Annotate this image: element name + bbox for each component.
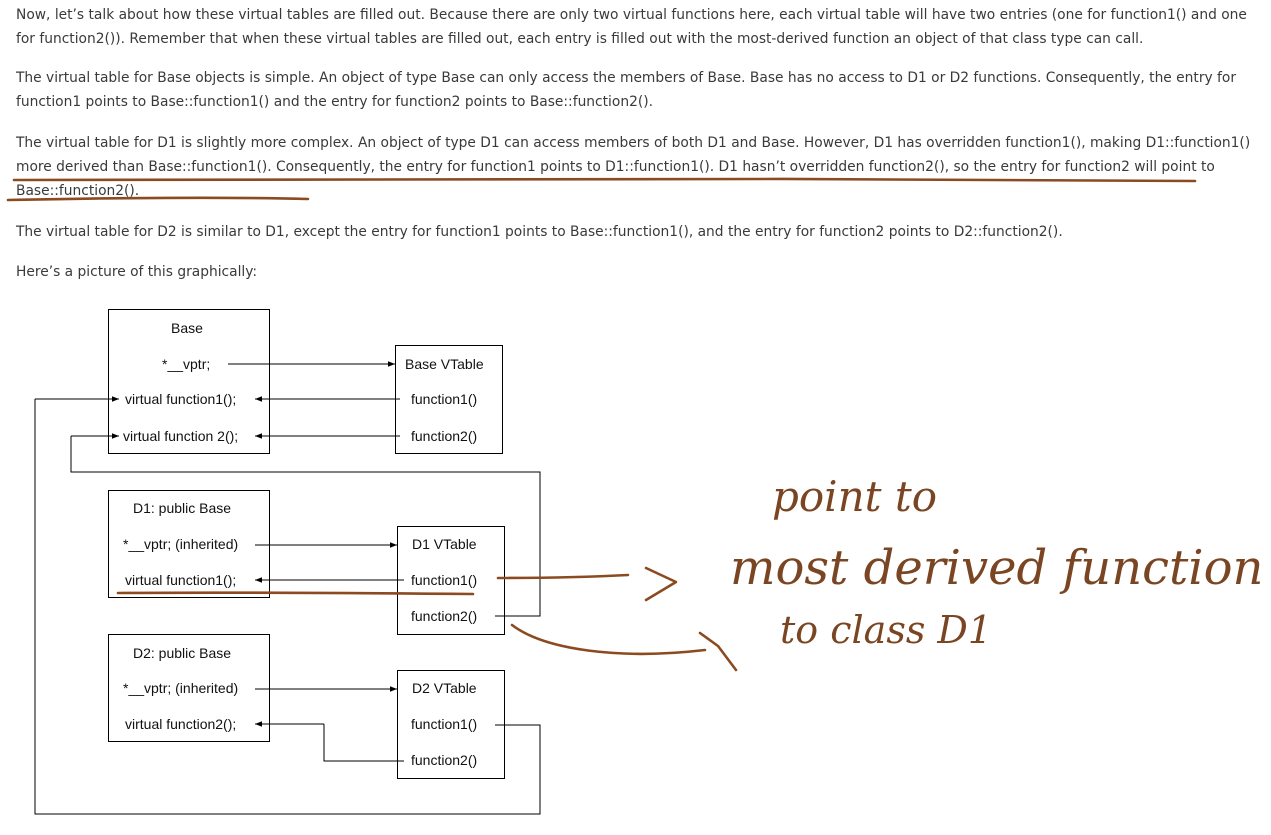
d2-class-box [108,634,270,742]
annotation-line-to-class: to class D1 [780,608,993,652]
d1-class-box [108,490,270,598]
d2-vtable-entry2: function2() [411,752,478,768]
paragraph-base-vtable: The virtual table for Base objects is si… [16,70,1237,110]
d2-vtable-title: D2 VTable [412,680,477,696]
d2-class-vptr: *__vptr; (inherited) [123,680,239,696]
annotation-line-point-to: point to [772,472,938,521]
d1-vtable-title: D1 VTable [412,536,477,552]
base-class-box [108,309,270,454]
annotation-arrow-2 [510,623,707,656]
base-class-vptr: *__vptr; [162,356,211,372]
d2-vtable-entry1: function1() [411,716,478,732]
d2-vt-f2-connector [323,724,404,762]
d2-f1-loop [34,399,541,815]
paragraph-graphic-intro: Here’s a picture of this graphically: [16,264,258,280]
d1-f2-loop [70,436,541,617]
underline-d1-function1 [116,591,475,596]
paragraph-d1-vtable: The virtual table for D1 is slightly mor… [16,135,1251,199]
paragraph-d2-vtable: The virtual table for D2 is similar to D… [16,224,1063,240]
d1-vtable-entry2: function2() [411,608,478,624]
annotation-arrow-1 [496,573,630,580]
underline-paragraph-line1 [12,177,1197,183]
annotation-line-most-derived: most derived function [730,540,1264,596]
d1-class-vptr: *__vptr; (inherited) [123,536,239,552]
base-vtable-entry2: function2() [411,428,478,444]
d2-class-title: D2: public Base [133,645,232,661]
paragraph-intro: Now, let’s talk about how these virtual … [16,7,1247,47]
base-class-func1: virtual function1(); [125,391,237,407]
underline-paragraph-line2 [6,196,310,202]
d1-vtable-entry1: function1() [411,572,478,588]
annotation-arrow-1-head [644,566,678,602]
base-vtable-title: Base VTable [405,356,484,372]
base-class-title: Base [171,320,203,336]
d1-class-title: D1: public Base [133,500,232,516]
base-class-func2: virtual function 2(); [123,428,239,444]
base-vtable-entry1: function1() [411,391,478,407]
d1-class-func1: virtual function1(); [125,572,237,588]
d2-class-func2: virtual function2(); [125,716,237,732]
annotation-arrow-2-head [698,631,738,672]
